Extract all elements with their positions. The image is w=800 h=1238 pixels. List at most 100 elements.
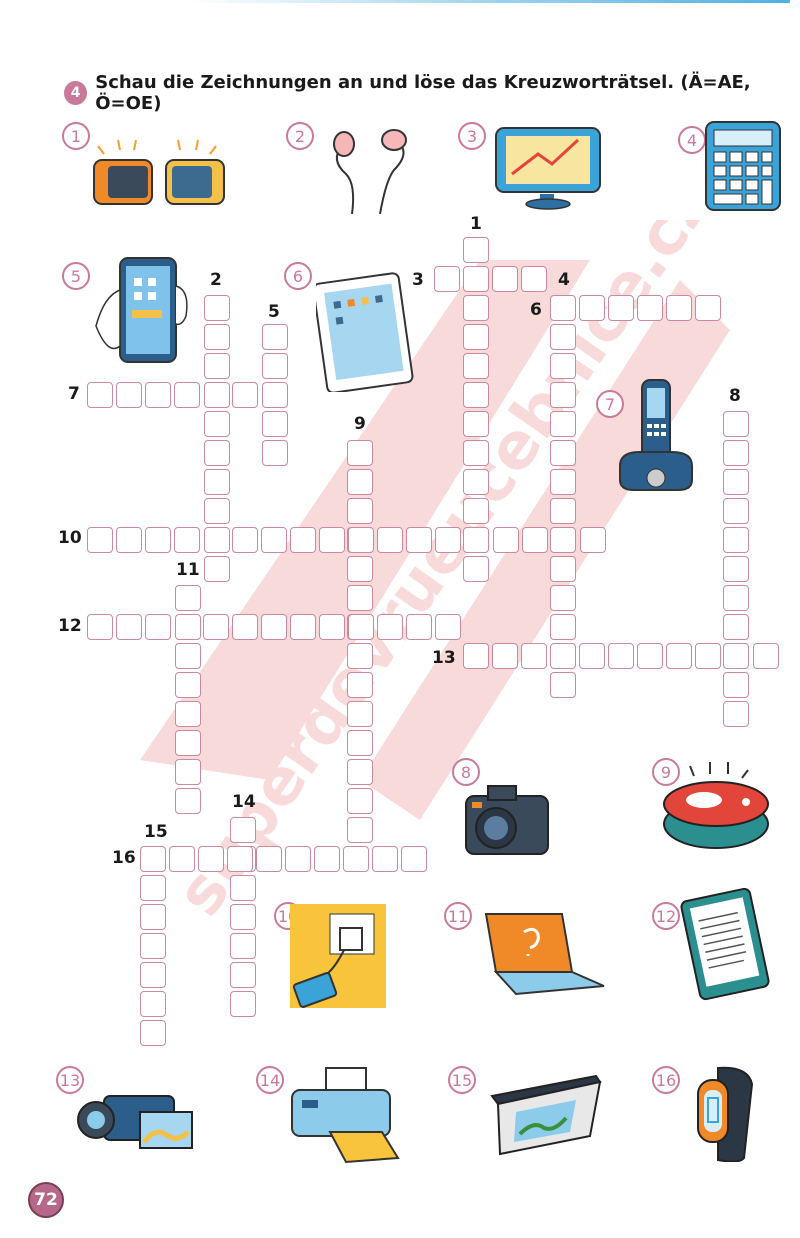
- crossword-cell-10-13[interactable]: [435, 527, 461, 553]
- crossword-cell-9-11[interactable]: [347, 730, 373, 756]
- crossword-cell-13-3[interactable]: [521, 643, 547, 669]
- crossword-cell-15-1[interactable]: [140, 846, 166, 872]
- crossword-cell-16-9[interactable]: [372, 846, 398, 872]
- crossword-cell-8-8[interactable]: [723, 614, 749, 640]
- crossword-cell-13-2[interactable]: [492, 643, 518, 669]
- crossword-cell-10-1[interactable]: [87, 527, 113, 553]
- crossword-cell-13-1[interactable]: [463, 643, 489, 669]
- crossword-cell-10-3[interactable]: [145, 527, 171, 553]
- crossword-cell-9-13[interactable]: [347, 788, 373, 814]
- crossword-cell-10-18[interactable]: [580, 527, 606, 553]
- crossword-cell-15-2[interactable]: [140, 875, 166, 901]
- crossword-cell-12-11[interactable]: [377, 614, 403, 640]
- crossword-cell-16-10[interactable]: [401, 846, 427, 872]
- crossword-cell-2-10[interactable]: [204, 556, 230, 582]
- crossword-cell-6-4[interactable]: [637, 295, 663, 321]
- crossword-cell-10-2[interactable]: [116, 527, 142, 553]
- crossword-cell-13-7[interactable]: [637, 643, 663, 669]
- crossword-cell-10-15[interactable]: [493, 527, 519, 553]
- crossword-cell-5-5[interactable]: [262, 440, 288, 466]
- crossword-cell-3-3[interactable]: [492, 266, 518, 292]
- crossword-cell-8-5[interactable]: [723, 527, 749, 553]
- crossword-cell-7-4[interactable]: [174, 382, 200, 408]
- crossword-cell-2-1[interactable]: [204, 295, 230, 321]
- crossword-cell-8-3[interactable]: [723, 469, 749, 495]
- crossword-cell-11-3[interactable]: [175, 643, 201, 669]
- crossword-cell-2-5[interactable]: [204, 411, 230, 437]
- crossword-cell-9-2[interactable]: [347, 469, 373, 495]
- crossword-cell-7-3[interactable]: [145, 382, 171, 408]
- crossword-cell-10-16[interactable]: [522, 527, 548, 553]
- crossword-cell-11-4[interactable]: [175, 672, 201, 698]
- crossword-cell-13-6[interactable]: [608, 643, 634, 669]
- crossword-cell-4-4[interactable]: [550, 382, 576, 408]
- crossword-cell-9-1[interactable]: [347, 440, 373, 466]
- crossword-cell-14-4[interactable]: [230, 904, 256, 930]
- crossword-cell-9-8[interactable]: [347, 643, 373, 669]
- crossword-cell-12-6[interactable]: [232, 614, 258, 640]
- crossword-cell-16-3[interactable]: [198, 846, 224, 872]
- crossword-cell-4-14[interactable]: [550, 672, 576, 698]
- crossword-cell-1-8[interactable]: [463, 440, 489, 466]
- crossword-cell-15-3[interactable]: [140, 904, 166, 930]
- crossword-cell-6-6[interactable]: [695, 295, 721, 321]
- crossword-cell-1-4[interactable]: [463, 324, 489, 350]
- crossword-cell-12-10[interactable]: [348, 614, 374, 640]
- crossword-cell-1-7[interactable]: [463, 411, 489, 437]
- crossword-cell-12-8[interactable]: [290, 614, 316, 640]
- crossword-cell-4-8[interactable]: [550, 498, 576, 524]
- crossword-cell-9-9[interactable]: [347, 672, 373, 698]
- crossword-cell-4-1[interactable]: [550, 295, 576, 321]
- crossword-cell-1-11[interactable]: [463, 527, 489, 553]
- crossword-cell-1-12[interactable]: [463, 556, 489, 582]
- crossword-cell-12-3[interactable]: [145, 614, 171, 640]
- crossword-cell-4-10[interactable]: [550, 556, 576, 582]
- crossword-cell-4-2[interactable]: [550, 324, 576, 350]
- crossword-cell-16-8[interactable]: [343, 846, 369, 872]
- crossword-cell-14-1[interactable]: [230, 817, 256, 843]
- crossword-cell-2-4[interactable]: [204, 382, 230, 408]
- crossword-cell-5-3[interactable]: [262, 382, 288, 408]
- crossword-cell-12-1[interactable]: [87, 614, 113, 640]
- crossword-cell-11-1[interactable]: [175, 585, 201, 611]
- crossword-cell-11-7[interactable]: [175, 759, 201, 785]
- crossword-cell-12-12[interactable]: [406, 614, 432, 640]
- crossword-cell-12-13[interactable]: [435, 614, 461, 640]
- crossword-cell-2-6[interactable]: [204, 440, 230, 466]
- crossword-cell-10-9[interactable]: [319, 527, 345, 553]
- crossword-cell-15-6[interactable]: [140, 991, 166, 1017]
- crossword-cell-16-7[interactable]: [314, 846, 340, 872]
- crossword-cell-4-9[interactable]: [550, 527, 576, 553]
- crossword-cell-6-5[interactable]: [666, 295, 692, 321]
- crossword-cell-4-6[interactable]: [550, 440, 576, 466]
- crossword-cell-10-6[interactable]: [232, 527, 258, 553]
- crossword-cell-8-1[interactable]: [723, 411, 749, 437]
- crossword-cell-8-7[interactable]: [723, 585, 749, 611]
- crossword-cell-12-7[interactable]: [261, 614, 287, 640]
- crossword-cell-2-3[interactable]: [204, 353, 230, 379]
- crossword-cell-10-11[interactable]: [377, 527, 403, 553]
- crossword-cell-1-1[interactable]: [463, 237, 489, 263]
- crossword-cell-5-2[interactable]: [262, 353, 288, 379]
- crossword-cell-14-6[interactable]: [230, 962, 256, 988]
- crossword-cell-1-9[interactable]: [463, 469, 489, 495]
- crossword-cell-11-6[interactable]: [175, 730, 201, 756]
- crossword-cell-9-6[interactable]: [347, 585, 373, 611]
- crossword-cell-2-7[interactable]: [204, 469, 230, 495]
- crossword-cell-10-4[interactable]: [174, 527, 200, 553]
- crossword-cell-7-1[interactable]: [87, 382, 113, 408]
- crossword-cell-15-4[interactable]: [140, 933, 166, 959]
- crossword-cell-1-10[interactable]: [463, 498, 489, 524]
- crossword-cell-1-3[interactable]: [463, 295, 489, 321]
- crossword-cell-4-12[interactable]: [550, 614, 576, 640]
- crossword-cell-8-2[interactable]: [723, 440, 749, 466]
- crossword-cell-1-2[interactable]: [463, 266, 489, 292]
- crossword-cell-2-2[interactable]: [204, 324, 230, 350]
- crossword-cell-15-7[interactable]: [140, 1020, 166, 1046]
- crossword-cell-11-8[interactable]: [175, 788, 201, 814]
- crossword-cell-13-8[interactable]: [666, 643, 692, 669]
- crossword-cell-6-2[interactable]: [579, 295, 605, 321]
- crossword-cell-2-8[interactable]: [204, 498, 230, 524]
- crossword-cell-12-2[interactable]: [116, 614, 142, 640]
- crossword-cell-10-12[interactable]: [406, 527, 432, 553]
